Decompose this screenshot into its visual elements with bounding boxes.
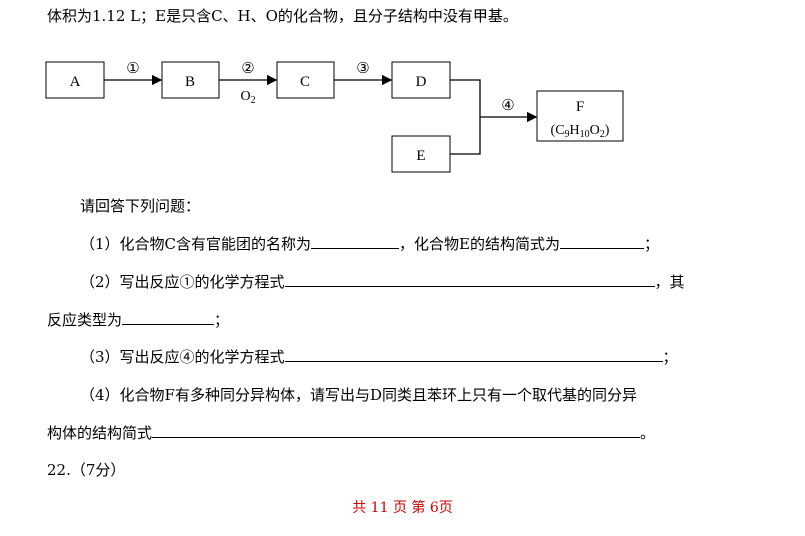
q2-blank-2[interactable] (122, 310, 215, 325)
q4-line2: 构体的结构简式 (47, 424, 153, 442)
q1-blank-1[interactable] (311, 234, 400, 249)
question-4: （4）化合物F有多种同分异构体，请写出与D同类且苯环上只有一个取代基的同分异 (80, 386, 637, 404)
step-2-label: ② (241, 61, 254, 77)
q1-part1: （1）化合物C含有官能团的名称为 (80, 235, 312, 253)
question-2: （2）写出反应①的化学方程式 ，其 (80, 272, 685, 292)
q3-blank[interactable] (284, 347, 663, 362)
step-1-label: ① (126, 61, 139, 77)
question-1: （1）化合物C含有官能团的名称为 ，化合物E的结构简式为 ； (80, 234, 659, 254)
box-b (161, 61, 220, 99)
step-4-label: ④ (501, 98, 514, 114)
q4-end: 。 (640, 424, 656, 442)
q2-line2: 反应类型为 (47, 311, 123, 329)
connector-d (450, 79, 481, 117)
question-4-line2: 构体的结构简式 。 (47, 423, 655, 443)
box-c-label: C (300, 74, 310, 90)
question-2-line2: 反应类型为 ； (47, 310, 229, 330)
box-f (536, 90, 624, 142)
connector-e (450, 117, 481, 155)
q1-part2: ，化合物E的结构简式为 (399, 235, 560, 253)
box-e (391, 135, 451, 173)
q1-blank-2[interactable] (559, 234, 644, 249)
box-d-label: D (416, 74, 427, 90)
box-f-label: F (576, 99, 584, 115)
intro-line: 体积为1.12 L；E是只含C、H、O的化合物，且分子结构中没有甲基。 (47, 7, 518, 25)
o2-reagent: O2 (240, 89, 255, 106)
q2-blank-1[interactable] (284, 272, 655, 287)
q3-end: ； (662, 348, 678, 366)
page-footer: 共 11 页 第 6页 (352, 500, 453, 516)
reaction-flow-diagram: A B C D E F (C9H10O2) ① ② ③ ④ O2 (45, 61, 624, 173)
q1-end: ； (643, 235, 659, 253)
step-3-label: ③ (356, 61, 369, 77)
q2-end: ； (214, 311, 230, 329)
box-a-label: A (70, 74, 81, 90)
q4-blank[interactable] (152, 423, 641, 438)
box-f-formula: (C9H10O2) (551, 123, 610, 140)
box-e-label: E (416, 148, 425, 164)
question-3: （3）写出反应④的化学方程式 ； (80, 347, 678, 367)
question-intro: 请回答下列问题： (80, 197, 201, 215)
q2-part1: （2）写出反应①的化学方程式 (80, 273, 285, 291)
q3-part1: （3）写出反应④的化学方程式 (80, 348, 285, 366)
question-22-heading: 22.（7分） (47, 461, 126, 479)
box-b-label: B (185, 74, 195, 90)
q2-part2: ，其 (654, 273, 685, 291)
